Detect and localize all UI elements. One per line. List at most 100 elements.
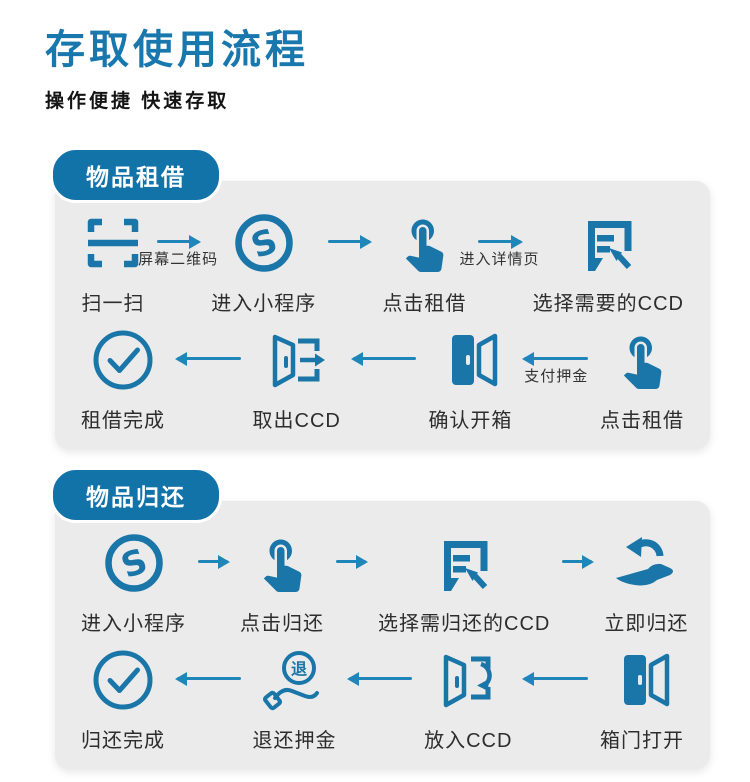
section-panel: 扫一扫 屏幕二维码 S 进入小程序 点击租借 进入详情页 选择需要的CCD xyxy=(55,181,710,449)
step-icon-box: 退 xyxy=(262,648,327,712)
arrow-right-icon xyxy=(336,554,368,569)
arrow-right-icon xyxy=(562,554,595,569)
step-label: 进入小程序 xyxy=(81,613,186,635)
step-label: 放入CCD xyxy=(424,730,513,752)
arrow-label: 屏幕二维码 xyxy=(138,251,219,268)
page-subtitle: 操作便捷 快速存取 xyxy=(45,91,230,112)
step-label: 租借完成 xyxy=(81,410,165,432)
arrow-label: 支付押金 xyxy=(524,368,589,385)
step-icon-box xyxy=(438,328,502,392)
arrow-left-icon xyxy=(175,671,241,686)
svg-text:S: S xyxy=(115,541,152,587)
check-circle-icon xyxy=(93,330,153,390)
flow-row: 扫一扫 屏幕二维码 S 进入小程序 点击租借 进入详情页 选择需要的CCD xyxy=(81,211,684,316)
flow-step: 点击归还 xyxy=(240,531,324,636)
step-label: 立即归还 xyxy=(604,613,689,635)
flow-arrow: 屏幕二维码 xyxy=(138,234,217,269)
step-label: 确认开箱 xyxy=(428,410,513,432)
step-icon-box xyxy=(576,211,640,275)
step-icon-box: S xyxy=(232,211,296,275)
step-icon-box: S xyxy=(102,531,166,595)
flow-arrow xyxy=(165,351,253,366)
door-out-icon xyxy=(272,334,325,388)
arrow-label: 进入详情页 xyxy=(459,251,540,268)
step-label: 选择需归还的CCD xyxy=(378,613,551,635)
step-label: 进入小程序 xyxy=(211,293,317,315)
flow-step: 租借完成 xyxy=(81,328,165,433)
flow-step: 点击租借 xyxy=(382,211,466,316)
flow-arrow xyxy=(324,554,378,569)
flow-row: 归还完成 退 退还押金 放入CCD 箱门打开 xyxy=(81,648,684,753)
step-icon-box xyxy=(91,328,155,392)
section-badge: 物品归还 xyxy=(50,467,222,523)
door-open-icon xyxy=(623,653,670,707)
flow-arrow xyxy=(186,554,240,569)
section-badge: 物品租借 xyxy=(50,147,222,203)
arrow-right-icon xyxy=(328,234,373,249)
flow-arrow xyxy=(316,234,382,249)
flow-arrow xyxy=(337,671,425,686)
flow-step: 选择需要的CCD xyxy=(533,211,684,316)
section-panel: S 进入小程序 点击归还 选择需归还的CCD 立即归还 xyxy=(55,501,710,769)
step-label: 选择需要的CCD xyxy=(532,293,684,315)
flow-step: S 进入小程序 xyxy=(81,531,186,636)
arrow-right-icon xyxy=(198,554,230,569)
step-icon-box xyxy=(392,211,456,275)
step-label: 点击租借 xyxy=(599,410,684,432)
step-icon-box xyxy=(610,328,674,392)
step-icon-box xyxy=(91,648,155,712)
flow-row: 租借完成 取出CCD 确认开箱 支付押金 点击租借 xyxy=(81,328,684,433)
flow-step: 箱门打开 xyxy=(600,648,684,753)
miniprogram-icon: S xyxy=(104,534,163,592)
section-item-return: 物品归还 S 进入小程序 点击归还 选择需归还的CCD xyxy=(50,467,710,769)
flow-row: S 进入小程序 点击归还 选择需归还的CCD 立即归还 xyxy=(81,531,687,636)
select-list-icon xyxy=(444,541,488,591)
tap-icon xyxy=(263,539,302,592)
flow-step: 取出CCD xyxy=(253,328,341,433)
flow-step: 确认开箱 xyxy=(428,328,512,433)
svg-text:退: 退 xyxy=(291,660,307,679)
step-icon-box xyxy=(610,648,674,712)
step-label: 扫一扫 xyxy=(81,293,145,315)
arrow-left-icon xyxy=(522,671,588,686)
step-icon-box xyxy=(614,531,678,595)
header: 存取使用流程 操作便捷 快速存取 xyxy=(0,0,750,113)
page-title: 存取使用流程 xyxy=(45,28,309,72)
flow-step: 选择需归还的CCD xyxy=(378,531,550,636)
step-label: 点击租借 xyxy=(382,293,467,315)
arrow-left-icon xyxy=(346,671,413,686)
flow-arrow: 支付押金 xyxy=(512,351,600,386)
section-item-rental: 物品租借 扫一扫 屏幕二维码 S 进入小程序 点击租借 进入详情页 xyxy=(50,147,710,449)
flow-step: 归还完成 xyxy=(81,648,165,753)
step-icon-box xyxy=(81,211,145,275)
arrow-right-icon xyxy=(157,234,202,249)
svg-text:S: S xyxy=(246,221,283,267)
step-icon-box xyxy=(250,531,314,595)
arrow-left-icon xyxy=(175,351,241,366)
step-label: 取出CCD xyxy=(252,410,341,432)
door-in-icon xyxy=(444,654,492,708)
miniprogram-icon: S xyxy=(234,214,293,272)
check-circle-icon xyxy=(93,650,153,710)
step-label: 箱门打开 xyxy=(599,730,684,752)
flow-step: 退 退还押金 xyxy=(253,648,337,753)
flow-sections: 物品租借 扫一扫 屏幕二维码 S 进入小程序 点击租借 进入详情页 xyxy=(0,147,750,769)
tap-icon xyxy=(406,219,444,272)
select-list-icon xyxy=(588,221,632,271)
flow-arrow xyxy=(550,554,604,569)
step-icon-box xyxy=(265,328,329,392)
tap-icon xyxy=(623,336,662,389)
arrow-right-icon xyxy=(478,234,523,249)
flow-step: 放入CCD xyxy=(424,648,512,753)
flow-step: 扫一扫 xyxy=(81,211,145,316)
flow-step: 点击租借 xyxy=(600,328,684,433)
arrow-left-icon xyxy=(522,351,588,366)
flow-step: 立即归还 xyxy=(604,531,688,636)
step-label: 退还押金 xyxy=(252,730,337,752)
step-label: 点击归还 xyxy=(240,613,324,635)
step-icon-box xyxy=(436,648,500,712)
flow-step: S 进入小程序 xyxy=(211,211,316,316)
flow-arrow xyxy=(512,671,600,686)
flow-arrow: 进入详情页 xyxy=(460,234,539,269)
